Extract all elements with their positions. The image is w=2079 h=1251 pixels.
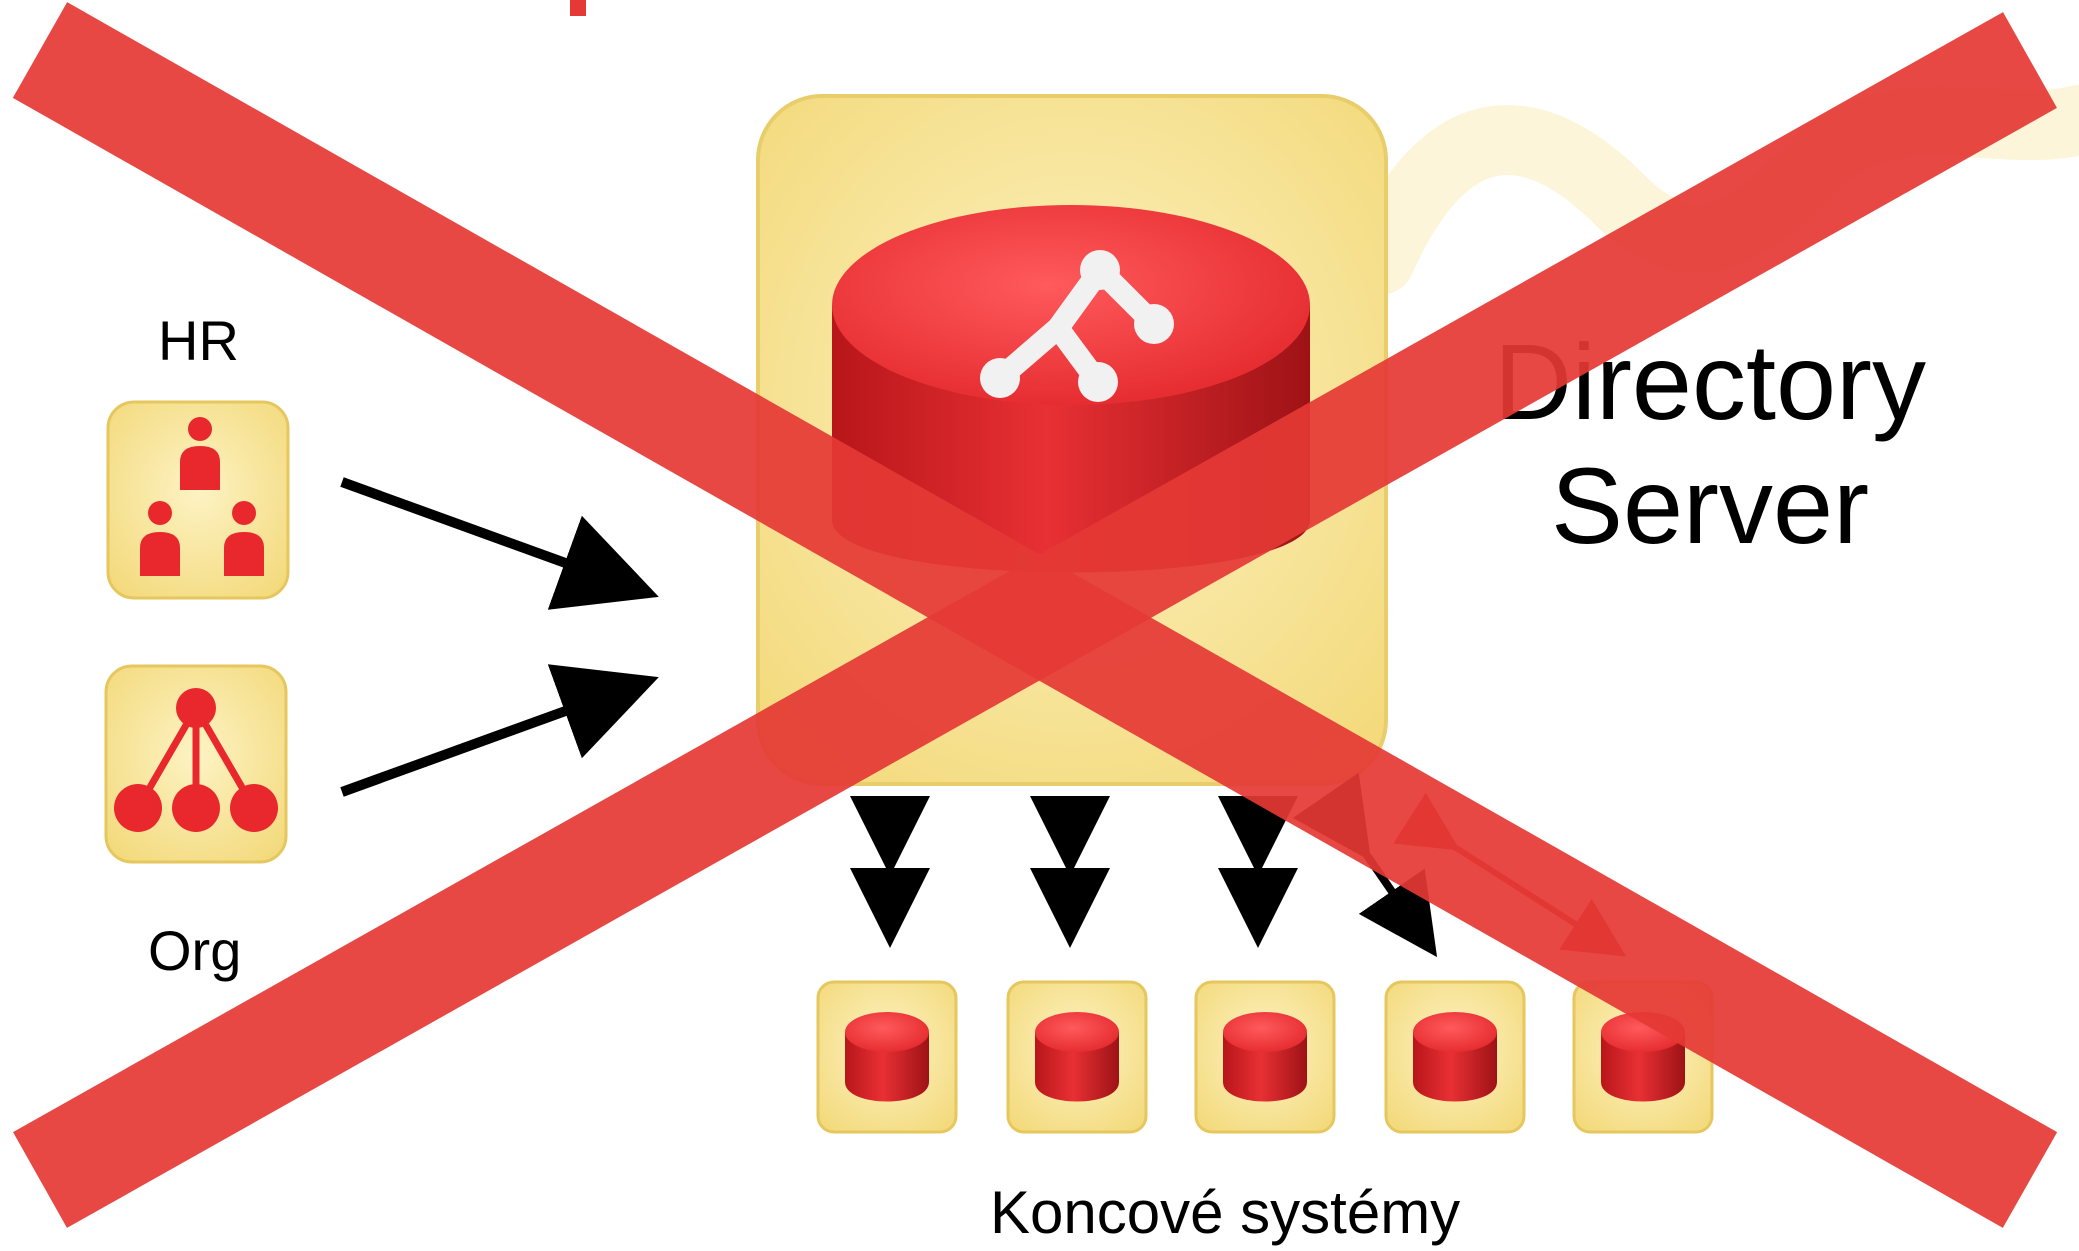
end-system-2 <box>1006 980 1148 1134</box>
hr-tile <box>106 400 290 600</box>
sync-arrow-4 <box>1292 772 1438 958</box>
org-tile <box>104 664 288 864</box>
end-system-5 <box>1572 980 1714 1134</box>
hr-to-directory-arrow <box>340 477 659 610</box>
end-system-1 <box>816 980 958 1134</box>
background-swirl <box>1345 85 2079 295</box>
hr-label: HR <box>158 309 239 372</box>
directory-server-label: Directory Server <box>1440 320 1980 568</box>
end-systems-label: Koncové systémy <box>990 1179 1461 1246</box>
directory-label-line2: Server <box>1550 445 1870 566</box>
org-to-directory-arrow <box>340 664 659 797</box>
directory-label-line1: Directory <box>1493 321 1927 442</box>
end-system-3 <box>1194 980 1336 1134</box>
directory-database <box>832 205 1310 573</box>
end-systems <box>816 980 1714 1134</box>
title-fragment <box>570 0 586 16</box>
end-system-arrows <box>850 772 1627 958</box>
end-system-4 <box>1384 980 1526 1134</box>
org-label: Org <box>148 919 242 982</box>
directory-server-tile <box>756 94 1388 786</box>
sync-arrow-5 <box>1393 792 1627 957</box>
